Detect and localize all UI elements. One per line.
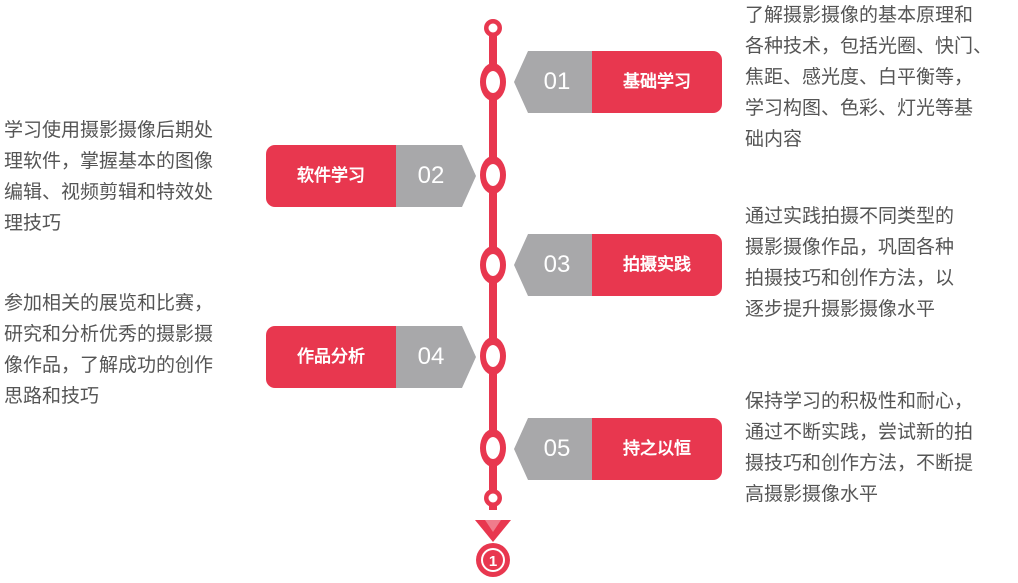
step-number: 03 xyxy=(514,234,592,296)
step-number: 02 xyxy=(396,145,476,207)
step-01-tag: 01 基础学习 xyxy=(514,51,722,113)
step-02-description: 学习使用摄影摄像后期处 理软件，掌握基本的图像 编辑、视频剪辑和特效处 理技巧 xyxy=(4,119,214,234)
step-number: 04 xyxy=(396,326,476,388)
step-04-tag: 作品分析 04 xyxy=(266,326,476,388)
step-04-description: 参加相关的展览和比赛， 研究和分析优秀的摄影摄 像作品，了解成功的创作 思路和技… xyxy=(4,292,214,407)
step-03-description: 通过实践拍摄不同类型的 摄影摄像作品，巩固各种 拍摄技巧和创作方法，以 逐步提升… xyxy=(745,205,955,320)
medal-icon: 1 xyxy=(475,520,511,577)
timeline-node-4 xyxy=(480,337,506,375)
step-number: 05 xyxy=(514,418,592,480)
step-label: 拍摄实践 xyxy=(592,234,722,296)
step-01-description: 了解摄影摄像的基本原理和 各种技术，包括光圈、快门、 焦距、感光度、白平衡等， … xyxy=(745,4,993,150)
step-label: 基础学习 xyxy=(592,51,722,113)
step-label: 作品分析 xyxy=(266,326,396,388)
step-05-description: 保持学习的积极性和耐心， 通过不断实践，尝试新的拍 摄技巧和创作方法，不断提 高… xyxy=(745,390,974,505)
step-02-tag: 软件学习 02 xyxy=(266,145,476,207)
step-03-tag: 03 拍摄实践 xyxy=(514,234,722,296)
step-number: 01 xyxy=(514,51,592,113)
medal-number: 1 xyxy=(489,553,497,570)
timeline-node-5 xyxy=(480,429,506,467)
timeline-node-1 xyxy=(480,63,506,101)
timeline-node-3 xyxy=(480,246,506,284)
step-05-tag: 05 持之以恒 xyxy=(514,418,722,480)
step-label: 软件学习 xyxy=(266,145,396,207)
timeline-node-2 xyxy=(480,156,506,194)
step-label: 持之以恒 xyxy=(592,418,722,480)
